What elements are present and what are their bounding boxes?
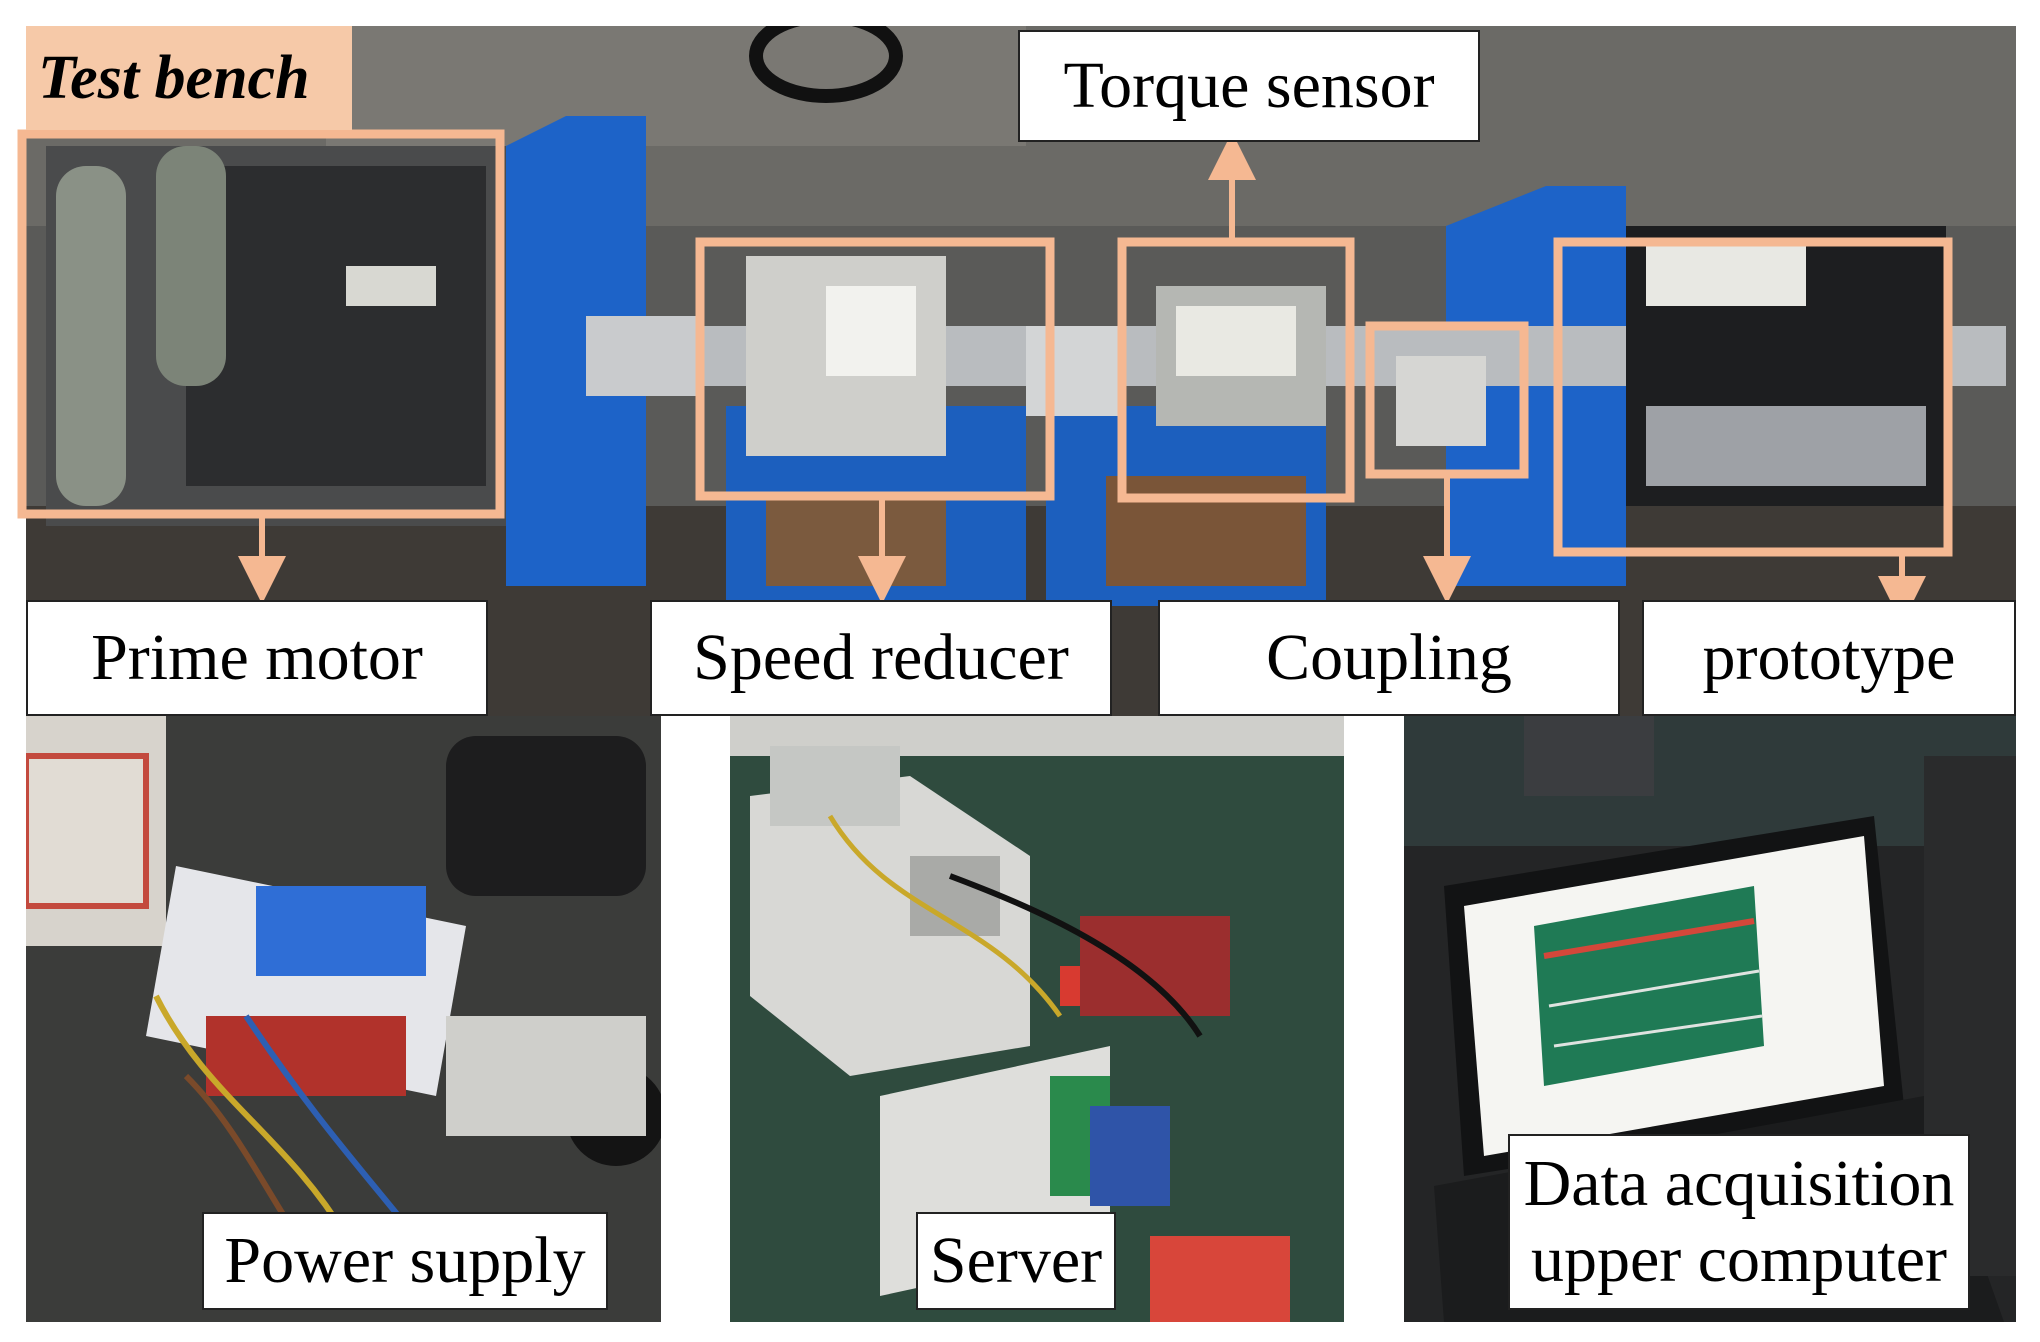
server-label: Server [916, 1212, 1116, 1310]
data-acquisition-label-line1: Data acquisition [1523, 1147, 1955, 1221]
prime-motor-label: Prime motor [26, 600, 488, 716]
figure-title: Test bench [26, 26, 352, 130]
speed-reducer-label: Speed reducer [650, 600, 1112, 716]
prototype-label: prototype [1642, 600, 2016, 716]
data-acquisition-label-line2: upper computer [1530, 1223, 1947, 1296]
coupling-label: Coupling [1158, 600, 1620, 716]
data-acquisition-label: Data acquisition upper computer [1508, 1134, 1970, 1310]
power-supply-label: Power supply [202, 1212, 608, 1310]
torque-sensor-label: Torque sensor [1018, 30, 1480, 142]
